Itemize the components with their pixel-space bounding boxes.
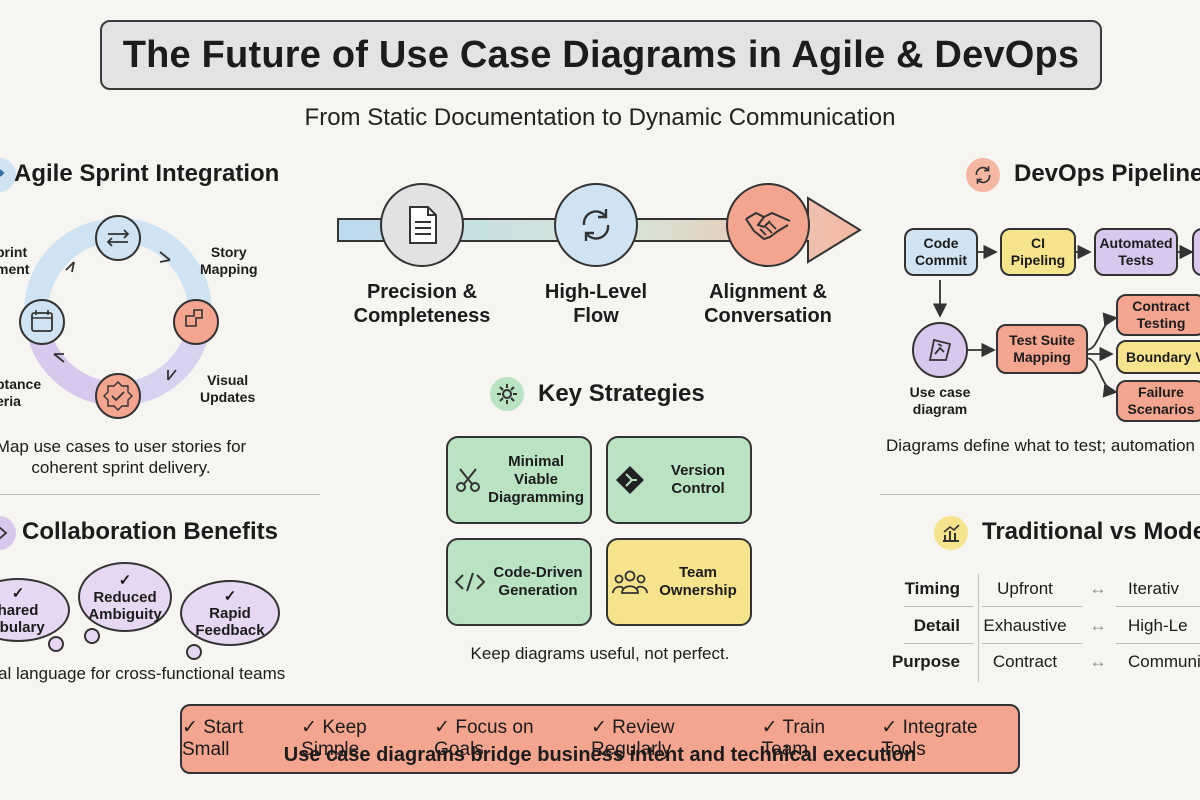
table-divider xyxy=(1116,643,1200,644)
table-divider xyxy=(982,643,1082,644)
benefit-label: Reduced Ambiguity xyxy=(88,588,162,623)
comparison-traditional: Contract xyxy=(992,652,1058,671)
tip-train-team: ✓ Train Team xyxy=(761,717,826,760)
table-divider xyxy=(1116,606,1200,607)
document-icon xyxy=(409,206,437,244)
scissors-icon xyxy=(456,468,481,492)
benefit-label: hared abulary xyxy=(0,601,45,636)
pipeline-next-stage xyxy=(1192,228,1200,276)
chart-icon xyxy=(934,516,968,550)
flow-step-label-highlevel: High-Level Flow xyxy=(544,281,648,327)
flow-step-highlevel-node xyxy=(554,183,638,267)
cloud-tail xyxy=(48,636,64,652)
page-subtitle: From Static Documentation to Dynamic Com… xyxy=(304,104,896,131)
strategy-version-control: Version Control xyxy=(606,436,752,524)
agile-label-story-mapping: Story Mapping xyxy=(200,244,258,277)
comparison-row-timing: Timing Upfront ↔ Iterativ xyxy=(880,572,1200,606)
benefit-label: Rapid Feedback xyxy=(195,604,265,639)
collaboration-heading-icon xyxy=(0,516,16,550)
devops-caption: Diagrams define what to test; automation xyxy=(886,436,1195,455)
flow-step-alignment-node xyxy=(726,183,810,267)
benefit-reduced-ambiguity: ✓ Reduced Ambiguity xyxy=(78,562,172,632)
tip-focus-goals: ✓ Focus on Goals xyxy=(434,717,534,760)
git-icon xyxy=(616,466,644,494)
strategy-code-driven: Code-Driven Generation xyxy=(446,538,592,626)
strategy-team-ownership: Team Ownership xyxy=(606,538,752,626)
right-divider xyxy=(880,494,1200,495)
cloud-tail xyxy=(186,644,202,660)
strategy-label: Version Control xyxy=(670,462,726,497)
gear-icon xyxy=(490,377,524,411)
bottom-banner: ✓ Start Small ✓ Keep Simple ✓ Focus on G… xyxy=(180,704,1020,774)
double-arrow-icon: ↔ xyxy=(1089,616,1107,635)
comparison-modern: Iterativ xyxy=(1128,579,1180,598)
devops-heading-icon xyxy=(966,158,1000,192)
pipeline-automated-tests: Automated Tests xyxy=(1094,228,1178,276)
comparison-heading: Traditional vs Modern xyxy=(982,518,1200,545)
agile-label-sprint: print ment xyxy=(0,244,30,277)
tip-keep-simple: ✓ Keep Simple xyxy=(301,717,367,760)
comparison-row-detail: Detail Exhaustive ↔ High-Le xyxy=(880,609,1200,643)
use-case-diagram-label: Use case diagram xyxy=(909,384,971,417)
team-icon xyxy=(612,570,648,594)
comparison-modern: High-Le xyxy=(1128,616,1188,635)
strategy-minimal-viable: Minimal Viable Diagramming xyxy=(446,436,592,524)
table-divider xyxy=(904,606,974,607)
table-divider xyxy=(904,643,974,644)
devops-heading: DevOps Pipeline xyxy=(1014,160,1200,187)
double-arrow-icon: ↔ xyxy=(1089,652,1107,671)
pipeline-ci-pipeling: CI Pipeling xyxy=(1000,228,1076,276)
benefit-rapid-feedback: ✓ Rapid Feedback xyxy=(180,580,280,646)
check-icon: ✓ xyxy=(118,571,132,589)
flow-step-precision-node xyxy=(380,183,464,267)
strategy-label: Code-Driven Generation xyxy=(493,564,583,599)
title-banner: The Future of Use Case Diagrams in Agile… xyxy=(100,20,1102,90)
tip-integrate-tools: ✓ Integrate Tools xyxy=(881,717,978,760)
refresh-icon xyxy=(582,209,610,241)
flow-step-label-precision: Precision & Completeness xyxy=(353,281,491,327)
table-divider xyxy=(982,606,1082,607)
agile-heading-icon xyxy=(0,158,16,192)
banner-tagline: Use case diagrams bridge business intent… xyxy=(283,744,917,766)
comparison-modern: Communic xyxy=(1128,652,1200,671)
agile-label-visual-updates: Visual Updates xyxy=(200,372,256,405)
pipeline-boundary-values: Boundary Va xyxy=(1116,340,1200,374)
page-title: The Future of Use Case Diagrams in Agile… xyxy=(122,33,1080,76)
strategies-heading: Key Strategies xyxy=(538,380,705,407)
comparison-traditional: Upfront xyxy=(997,579,1053,598)
comparison-row-purpose: Purpose Contract ↔ Communic xyxy=(880,645,1200,679)
double-arrow-icon: ↔ xyxy=(1089,579,1107,598)
agile-caption: Map use cases to user stories for cohere… xyxy=(0,437,247,477)
benefit-shared-vocabulary: ✓ hared abulary xyxy=(0,578,70,642)
check-icon: ✓ xyxy=(11,584,25,602)
collaboration-heading: Collaboration Benefits xyxy=(22,518,279,545)
strategy-label: Team Ownership xyxy=(659,564,737,599)
use-case-diagram-node xyxy=(912,322,968,378)
collaboration-caption: al language for cross-functional teams xyxy=(0,664,286,683)
comparison-aspect: Purpose xyxy=(891,652,960,671)
pipeline-failure-scenarios: Failure Scenarios xyxy=(1116,380,1200,422)
strategies-caption: Keep diagrams useful, not perfect. xyxy=(470,644,730,663)
cloud-tail xyxy=(84,628,100,644)
pipeline-test-suite-mapping: Test Suite Mapping xyxy=(996,324,1088,374)
left-divider xyxy=(0,494,320,495)
code-icon xyxy=(454,572,486,592)
pipeline-contract-testing: Contract Testing xyxy=(1116,294,1200,336)
table-divider xyxy=(978,574,979,682)
check-icon: ✓ xyxy=(223,587,237,605)
tip-start-small: ✓ Start Small xyxy=(182,717,244,760)
comparison-aspect: Detail xyxy=(913,616,960,635)
pipeline-code-commit: Code Commit xyxy=(904,228,978,276)
tips-list: ✓ Start Small ✓ Keep Simple ✓ Focus on G… xyxy=(182,716,1018,761)
agile-cycle-diagram xyxy=(19,215,219,419)
comparison-traditional: Exhaustive xyxy=(983,616,1067,635)
agile-heading: Agile Sprint Integration xyxy=(14,160,280,187)
strategy-label: Minimal Viable Diagramming xyxy=(488,453,584,506)
tip-review-regularly: ✓ Review Regularly xyxy=(590,717,675,760)
diagram-icon xyxy=(928,338,952,361)
flow-step-label-alignment: Alignment & Conversation xyxy=(704,281,832,327)
comparison-aspect: Timing xyxy=(904,579,960,598)
handshake-icon xyxy=(745,211,791,241)
